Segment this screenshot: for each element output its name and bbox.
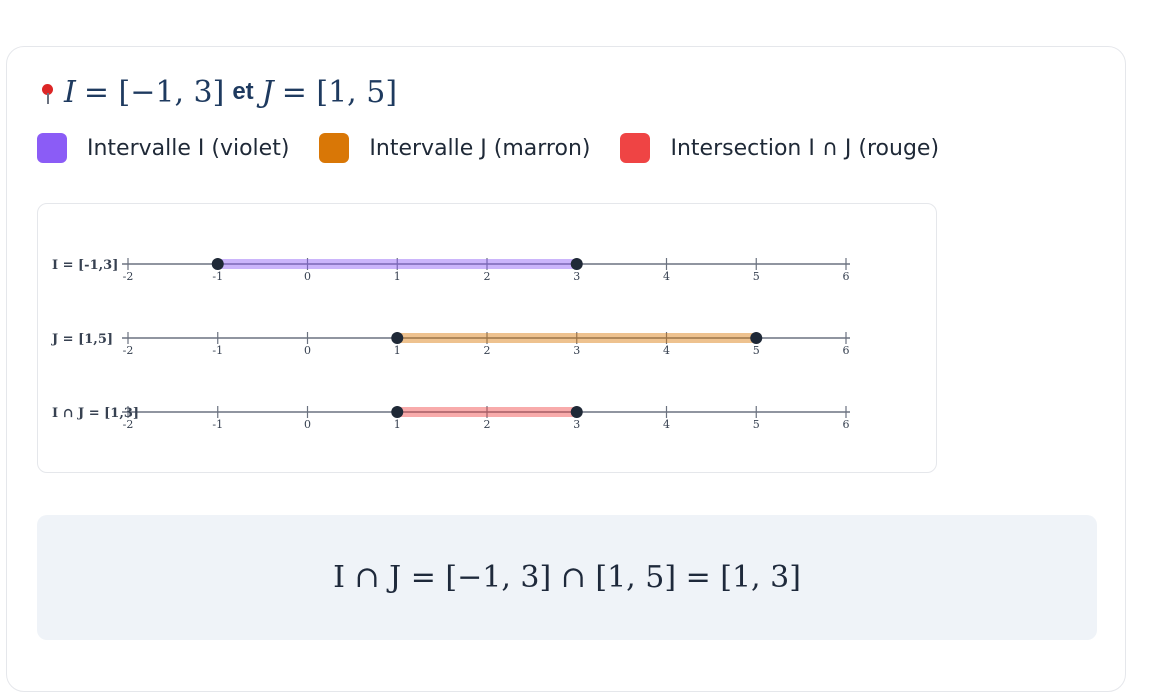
tick-label: 4: [663, 418, 670, 431]
tick-label: 1: [394, 344, 401, 357]
tick-label: -2: [123, 270, 134, 283]
legend-swatch-violet: [37, 133, 67, 163]
result-formula: I ∩ J = [−1, 3] ∩ [1, 5] = [1, 3]: [333, 560, 801, 595]
var-i: I: [64, 74, 76, 110]
tick-label: 2: [484, 418, 491, 431]
var-j: J: [261, 74, 274, 110]
tick-label: 4: [663, 344, 670, 357]
tick-label: 1: [394, 270, 401, 283]
row-label: J = [1,5]: [51, 332, 113, 347]
tick-label: -2: [123, 418, 134, 431]
tick-label: 0: [304, 270, 311, 283]
closed-endpoint: [391, 406, 404, 418]
closed-endpoint: [570, 258, 583, 270]
tick-label: 2: [484, 270, 491, 283]
tick-label: -1: [212, 270, 223, 283]
legend-label-i: Intervalle I (violet): [87, 135, 290, 161]
tick-label: 5: [753, 270, 760, 283]
tick-label: -1: [212, 344, 223, 357]
interval-segment: [397, 333, 757, 343]
interval-i-def: = [−1, 3]: [83, 74, 225, 110]
tick-label: 2: [484, 344, 491, 357]
closed-endpoint: [391, 332, 404, 344]
intervals-title: I = [−1, 3] et J = [1, 5]: [38, 72, 397, 112]
tick-label: 6: [843, 344, 850, 357]
legend-label-intersection: Intersection I ∩ J (rouge): [670, 135, 940, 161]
tick-label: 3: [573, 270, 580, 283]
tick-label: 0: [304, 418, 311, 431]
legend-swatch-marron: [319, 133, 350, 163]
tick-label: 1: [394, 418, 401, 431]
legend-item-j: Intervalle J (marron): [319, 133, 590, 163]
result-box: I ∩ J = [−1, 3] ∩ [1, 5] = [1, 3]: [37, 515, 1097, 640]
tick-label: 4: [663, 270, 670, 283]
legend-item-i: Intervalle I (violet): [37, 133, 289, 163]
legend-label-j: Intervalle J (marron): [369, 135, 591, 161]
interval-j-def: = [1, 5]: [281, 74, 398, 110]
tick-label: -1: [212, 418, 223, 431]
tick-label: 0: [304, 344, 311, 357]
number-line-diagram: -2 -1 0 1 2 3 4 5 6 I = [-1,3] -2 -1 0 1 2 3 4 5 6 J = [1,5…: [37, 203, 937, 473]
tick-label: 6: [843, 270, 850, 283]
tick-label: 3: [573, 418, 580, 431]
number-line-svg: -2 -1 0 1 2 3 4 5 6 I = [-1,3] -2 -1 0 1 2 3 4 5 6 J = [1,5…: [51, 258, 850, 431]
tick-label: 3: [573, 344, 580, 357]
closed-endpoint: [570, 406, 583, 418]
interval-segment: [397, 407, 577, 417]
closed-endpoint: [211, 258, 224, 270]
tick-label: 5: [753, 418, 760, 431]
tick-label: 5: [753, 344, 760, 357]
legend-item-intersection: Intersection I ∩ J (rouge): [620, 133, 939, 163]
row-label: I ∩ J = [1,3]: [52, 406, 139, 421]
legend-swatch-rouge: [620, 133, 651, 163]
tick-label: -2: [123, 344, 134, 357]
row-label: I = [-1,3]: [52, 258, 118, 273]
tick-label: 6: [843, 418, 850, 431]
conjunction-et: et: [232, 78, 254, 105]
pin-icon: [38, 77, 58, 107]
interval-segment: [217, 259, 577, 269]
closed-endpoint: [750, 332, 763, 344]
legend: Intervalle I (violet) Intervalle J (marr…: [37, 133, 969, 163]
